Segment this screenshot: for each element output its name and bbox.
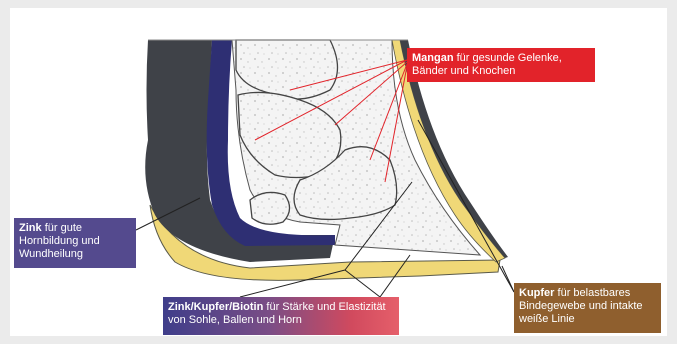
mangan-keyword: Mangan — [412, 52, 454, 64]
navicular-bone — [250, 192, 290, 224]
kupfer-keyword: Kupfer — [519, 287, 554, 299]
kupfer-label: Kupfer für belastbares Bindegewebe und i… — [514, 283, 661, 333]
zink-kupfer-biotin-label: Zink/Kupfer/Biotin für Stärke und Elasti… — [163, 297, 399, 335]
mix-keyword: Zink/Kupfer/Biotin — [168, 301, 263, 313]
zink-keyword: Zink — [19, 222, 42, 234]
mangan-label: Mangan für gesunde Gelenke, Bänder und K… — [407, 48, 595, 82]
zink-label: Zink für gute Hornbildung und Wundheilun… — [14, 218, 136, 268]
